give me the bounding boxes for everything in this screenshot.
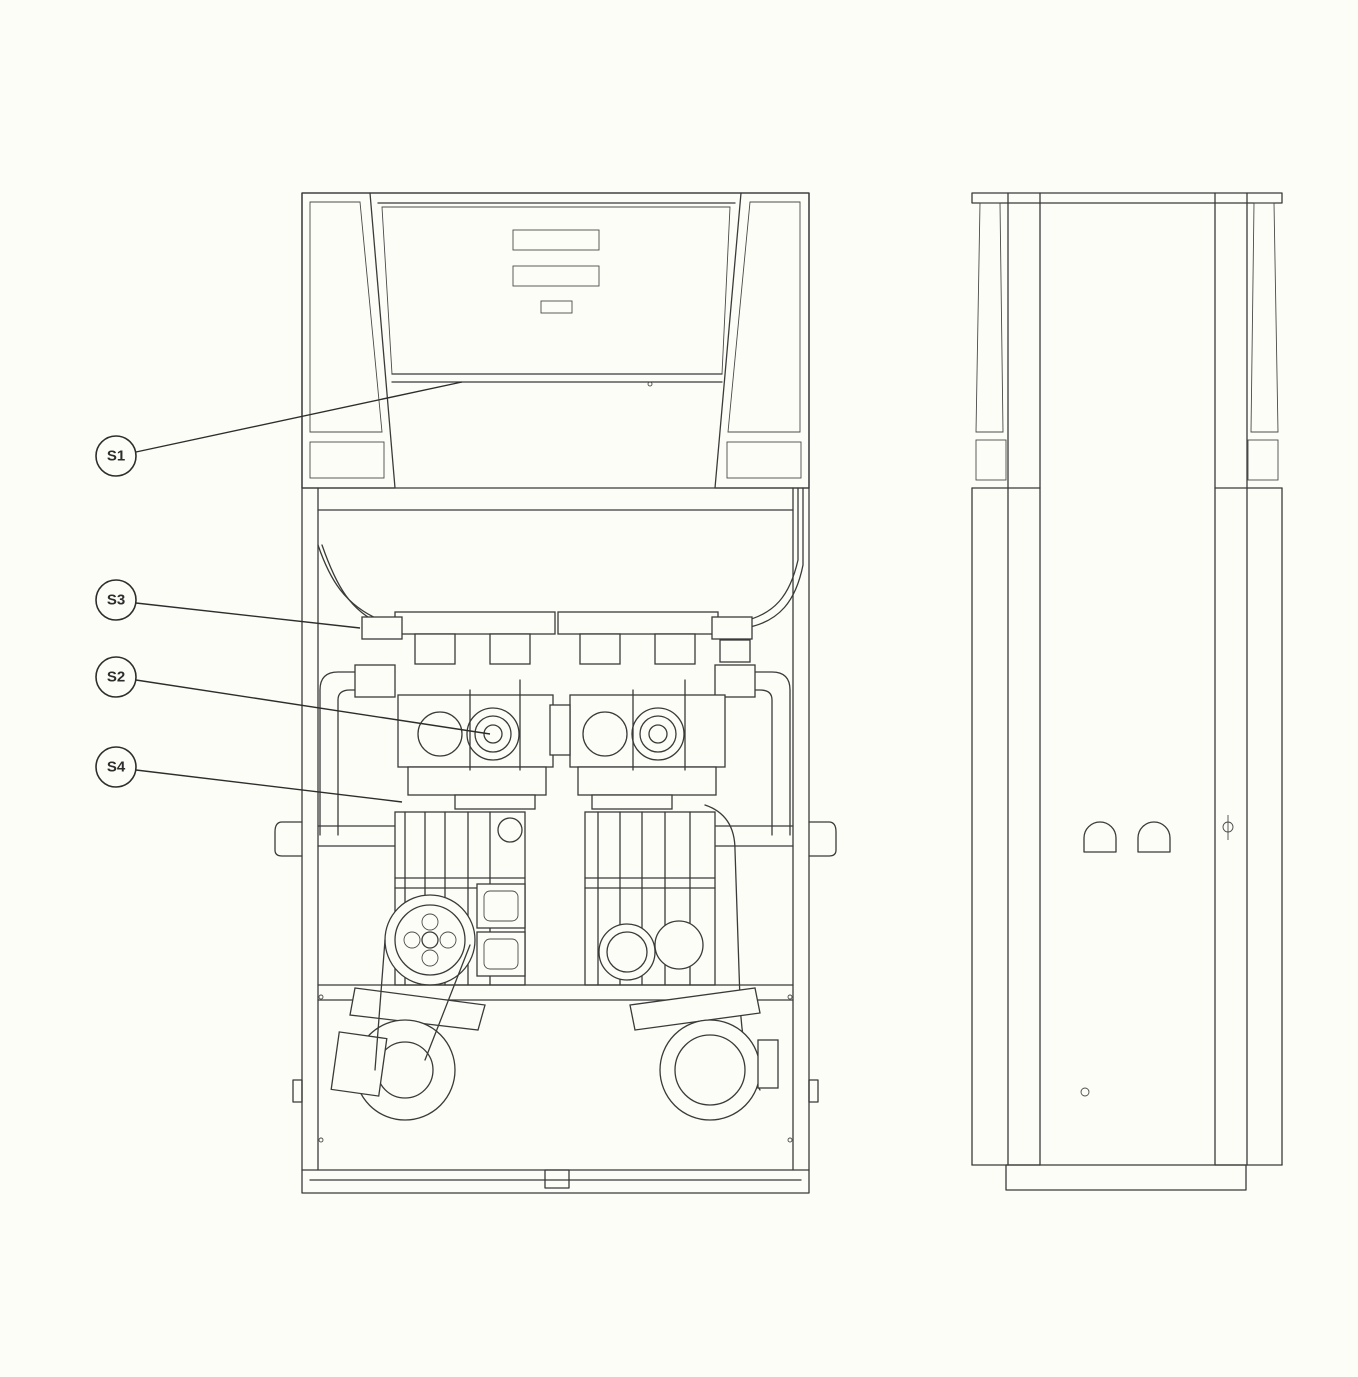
- callout-s3: S3: [95, 579, 361, 629]
- side-left-column: [971, 192, 1041, 1166]
- side-handles: [274, 821, 837, 857]
- motor-right: [629, 987, 779, 1121]
- front-view: [274, 192, 837, 1194]
- side-nozzle-holders: [1080, 815, 1234, 1097]
- callout-s2: S2: [95, 656, 491, 735]
- callout-s2-label: S2: [107, 669, 125, 686]
- motor-left: [330, 939, 486, 1121]
- hydraulic-hoses: [317, 487, 804, 629]
- side-pipes: [319, 664, 791, 836]
- display-head: [301, 192, 810, 489]
- callout-s4-label: S4: [107, 759, 126, 776]
- side-right-column: [1214, 192, 1283, 1166]
- valve-manifold: [361, 611, 753, 665]
- side-base: [1005, 1164, 1247, 1191]
- side-top-rail: [971, 192, 1283, 204]
- callout-s1-label: S1: [107, 448, 125, 465]
- callout-s3-label: S3: [107, 592, 125, 609]
- side-view: [971, 192, 1283, 1191]
- callout-s4: S4: [95, 746, 403, 803]
- meter-right: [549, 679, 726, 810]
- pump-unit-right: [584, 804, 761, 1091]
- callout-s1: S1: [95, 381, 463, 477]
- pump-unit-left: [384, 811, 526, 986]
- meter-left: [397, 679, 554, 810]
- front-base: [292, 994, 819, 1189]
